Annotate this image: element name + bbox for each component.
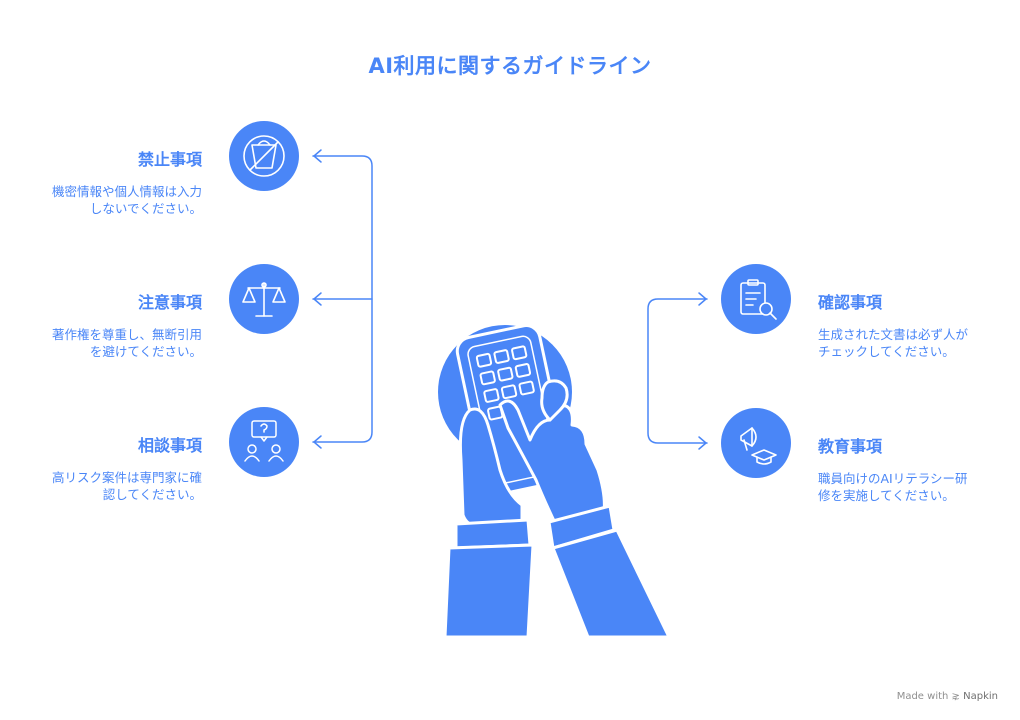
footer-brand: Napkin [963, 691, 998, 702]
hands-holding-calculator-icon [438, 324, 671, 639]
desc-consultation: 高リスク案件は専門家に確認してください。 [52, 470, 203, 502]
footer-made-with[interactable]: Made with ⋧ Napkin [897, 691, 998, 702]
arrow-head-5 [698, 436, 707, 450]
arrow-head-2 [313, 292, 322, 306]
right-connectors [647, 292, 708, 450]
label-education: 教育事項 [818, 437, 883, 456]
no-bag-icon [229, 121, 299, 191]
arrow-head-3 [313, 435, 322, 449]
clipboard-search-icon [721, 264, 791, 334]
right-bracket-line [647, 298, 708, 444]
megaphone-graduation-icon [721, 408, 791, 478]
label-caution: 注意事項 [137, 293, 202, 312]
desc-prohibited: 機密情報や個人情報は入力しないでください。 [52, 184, 203, 216]
page-title: AI利用に関するガイドライン [368, 54, 652, 78]
scales-icon [229, 264, 299, 334]
footer-made-with-text: Made with [896, 691, 949, 702]
desc-confirmation: 生成された文書は必ず人がチェックしてください。 [818, 327, 969, 359]
label-consultation: 相談事項 [137, 436, 202, 455]
question-people-icon [229, 407, 299, 477]
arrow-head-4 [698, 292, 707, 306]
desc-caution: 著作権を尊重し、無断引用を避けてください。 [52, 327, 203, 359]
arrow-head-1 [313, 149, 322, 163]
label-confirmation: 確認事項 [818, 293, 883, 312]
napkin-logo-icon: ⋧ [951, 691, 960, 702]
label-prohibited: 禁止事項 [137, 150, 202, 169]
left-connectors [312, 149, 373, 449]
desc-education: 職員向けのAIリテラシー研修を実施してください。 [818, 471, 968, 503]
